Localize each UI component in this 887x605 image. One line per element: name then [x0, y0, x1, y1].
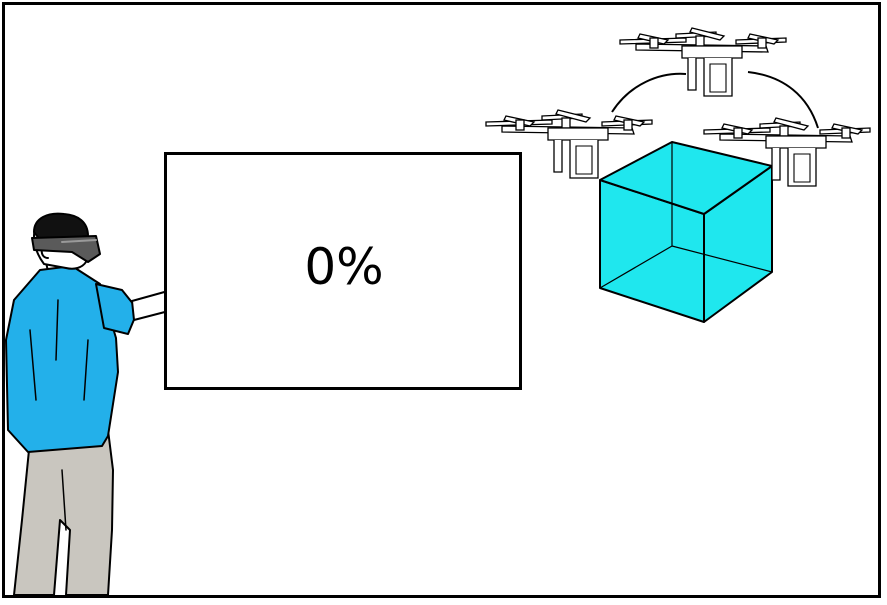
progress-panel: 0% [164, 152, 522, 390]
cube-icon [599, 141, 773, 323]
scene-border [2, 2, 881, 598]
ar-headset [31, 235, 101, 263]
person-shirt [5, 265, 119, 453]
person-pants [13, 429, 114, 596]
drone-icon [619, 27, 787, 97]
drone-links [611, 71, 819, 129]
progress-text: 0% [304, 238, 384, 296]
